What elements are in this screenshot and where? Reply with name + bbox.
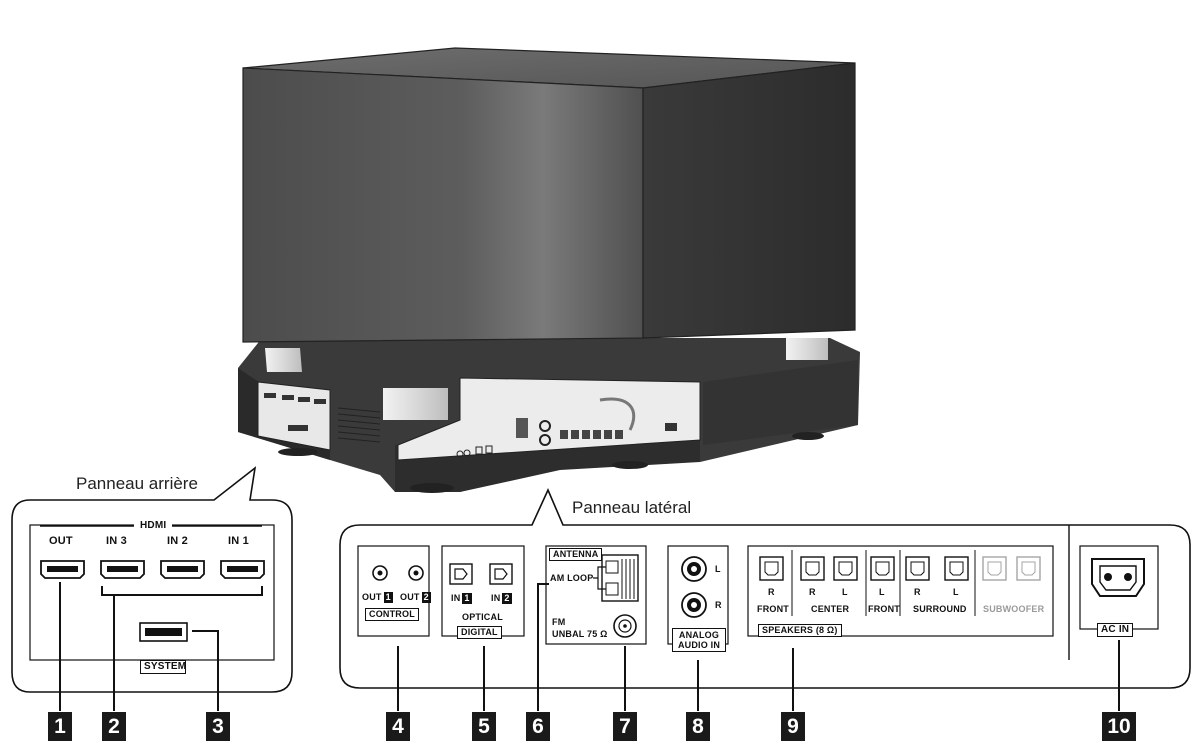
speaker-ch-2: R bbox=[809, 587, 816, 597]
badge-7: 7 bbox=[613, 712, 637, 741]
badge-4: 4 bbox=[386, 712, 410, 741]
badge-10: 10 bbox=[1102, 712, 1136, 741]
badge-1: 1 bbox=[48, 712, 72, 741]
speaker-box bbox=[242, 47, 856, 343]
rear-panel-label: Panneau arrière bbox=[76, 474, 198, 493]
hdmi-in1-label: IN 1 bbox=[228, 535, 249, 547]
badge-2: 2 bbox=[102, 712, 126, 741]
speaker-group-front-2: FRONT bbox=[868, 604, 900, 614]
hdmi-in2-label: IN 2 bbox=[167, 535, 188, 547]
optical-label: OPTICAL bbox=[462, 612, 503, 622]
fm-unbal-label: UNBAL 75 Ω bbox=[552, 629, 608, 639]
ac-in-label: AC IN bbox=[1097, 623, 1134, 637]
speaker-ch-1: R bbox=[768, 587, 775, 597]
badge-9: 9 bbox=[781, 712, 805, 741]
badge-3: 3 bbox=[206, 712, 230, 741]
digital-label: DIGITAL bbox=[457, 626, 502, 639]
badge-6: 6 bbox=[526, 712, 550, 741]
analog-l-label: L bbox=[715, 564, 721, 574]
side-panel-bubble bbox=[339, 488, 1191, 689]
antenna-label: ANTENNA bbox=[549, 548, 603, 561]
speaker-group-center: CENTER bbox=[811, 604, 850, 614]
am-loop-label: AM LOOP bbox=[550, 573, 594, 583]
fm-label: FM bbox=[552, 617, 566, 627]
badge-8: 8 bbox=[686, 712, 710, 741]
speaker-ch-6: L bbox=[953, 587, 959, 597]
hdmi-out-label: OUT bbox=[49, 535, 73, 547]
speaker-group-front-1: FRONT bbox=[757, 604, 789, 614]
control-label: CONTROL bbox=[365, 608, 419, 621]
side-panel-label: Panneau latéral bbox=[572, 498, 692, 517]
analog-r-label: R bbox=[715, 600, 722, 610]
base-unit bbox=[238, 338, 860, 493]
badge-5: 5 bbox=[472, 712, 496, 741]
speaker-ch-5: R bbox=[914, 587, 921, 597]
rear-panel-bubble bbox=[11, 466, 293, 693]
speaker-ch-3: L bbox=[842, 587, 848, 597]
speaker-group-surround: SURROUND bbox=[913, 604, 967, 614]
hdmi-in3-label: IN 3 bbox=[106, 535, 127, 547]
hdmi-title: HDMI bbox=[134, 521, 173, 531]
system-label: SYSTEM bbox=[140, 660, 186, 674]
speaker-ch-4: L bbox=[879, 587, 885, 597]
speakers-label: SPEAKERS (8 Ω) bbox=[758, 624, 842, 637]
speaker-group-subwoofer: SUBWOOFER bbox=[983, 604, 1045, 614]
